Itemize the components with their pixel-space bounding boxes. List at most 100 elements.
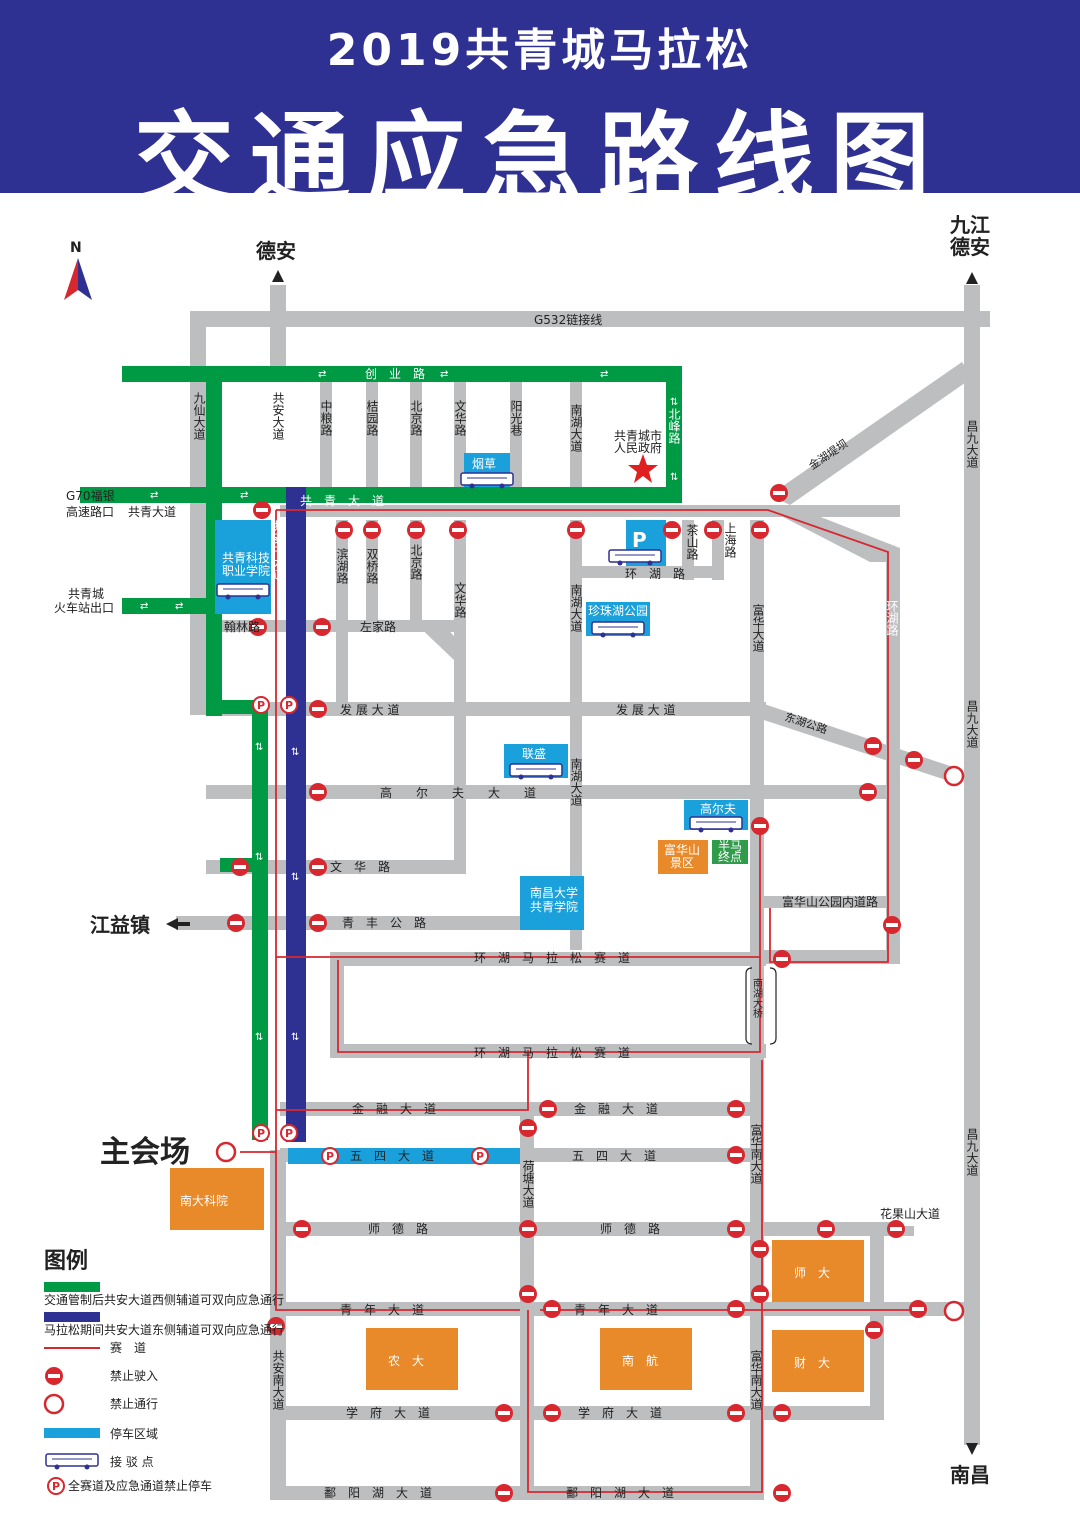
exit-station-l2: 火车站出口: [54, 600, 114, 615]
green-emergency-route: [80, 366, 682, 1140]
legend-parking-swatch: [44, 1428, 100, 1438]
road-wusi-1: 五 四 大 道: [350, 1149, 434, 1163]
road-xuefu-1: 学 府 大 道: [346, 1405, 430, 1420]
dest-jiujiang: 九江: [949, 213, 990, 237]
exit-station-l1: 共青城: [68, 587, 104, 601]
road-chashan: 茶山路: [685, 523, 699, 561]
college-l2: 职业学院: [222, 563, 270, 578]
road-wenhua-top: 文华路: [453, 399, 467, 437]
marathon-route: [240, 509, 910, 1493]
road-gongan-south: 共安南大道: [271, 1350, 285, 1410]
svg-text:⇄: ⇄: [318, 369, 326, 380]
half-marathon-finish: [712, 840, 748, 864]
road-fuhua-south-1: 富华南大道: [749, 1123, 763, 1184]
legend-no-pass-icon: [43, 1393, 65, 1415]
dest-dean-right: 德安: [950, 235, 990, 259]
place-nanda-keyuan: 南大科院: [180, 1193, 228, 1208]
north-label: N: [70, 240, 82, 256]
road-zhongliang: 中粮路: [319, 399, 333, 437]
road-wenhua-low: 文 华 路: [330, 859, 390, 874]
legend-no-parking: 全赛道及应急通道禁止停车: [68, 1478, 212, 1493]
svg-text:⇅: ⇅: [255, 852, 263, 863]
place-nanhang: 南 航: [622, 1353, 658, 1368]
svg-text:⇅: ⇅: [291, 872, 299, 883]
road-gongan-middle: 共安中大道: [271, 520, 285, 580]
road-fuhua-park: 富华山公园内道路: [782, 894, 878, 909]
road-shide-2: 师 德 路: [600, 1221, 660, 1236]
road-poyang-1: 鄱 阳 湖 大 道: [324, 1485, 432, 1500]
no-pass-markers: [215, 765, 965, 1322]
place-golf: 高尔夫: [700, 801, 736, 816]
legend-no-parking-icon: [47, 1477, 65, 1495]
exit-g70-l2: 高速路口: [66, 504, 114, 519]
road-changjiu-2: 昌九大道: [965, 700, 979, 748]
road-fazhan-1: 发 展 大 道: [340, 702, 399, 717]
svg-text:⇄: ⇄: [440, 369, 448, 380]
road-jinrong-1: 金 融 大 道: [352, 1101, 436, 1116]
road-gaoerfu: 高 尔 夫 大 道: [380, 785, 536, 800]
dest-jiangyi: 江益镇: [90, 913, 150, 937]
legend-green-desc: 交通管制后共安大道西侧辅道可双向应急通行: [44, 1292, 284, 1307]
road-huanhu: 环 湖 路: [625, 566, 685, 581]
road-qingnian-1: 青 年 大 道: [340, 1303, 424, 1317]
legend-navy-swatch: [44, 1312, 100, 1322]
road-huanhu-marathon-2: 环 湖 马 拉 松 赛 道: [474, 1045, 630, 1060]
svg-text:⇅: ⇅: [255, 1032, 263, 1043]
road-nanhu-mid: 南湖大道: [569, 583, 583, 632]
vertical-road-labels: 九仙大道 共安大道 中粮路 桔园路 北京路 文华路 阳光巷 南湖大道 北峰路 滨…: [192, 392, 979, 1410]
road-xuefu-2: 学 府 大 道: [578, 1405, 662, 1420]
flow-arrows: ⇄⇄⇄ ⇄⇄ ⇄⇄ ⇅⇅⇅ ⇅⇅⇅ ⇅⇅: [140, 369, 678, 1043]
legend-route: 赛 道: [110, 1340, 146, 1355]
road-jinrong-2: 金 融 大 道: [574, 1101, 658, 1116]
road-gongan: 共安大道: [271, 392, 285, 440]
road-huanhu-right: 环湖路: [885, 600, 899, 637]
road-network: [176, 285, 990, 1500]
fuhuashan-l1: 富华山: [664, 842, 700, 857]
legend-green-swatch: [44, 1282, 100, 1292]
direction-arrows: [166, 270, 978, 1455]
svg-text:⇄: ⇄: [175, 601, 183, 612]
svg-text:⇄: ⇄: [150, 490, 158, 501]
road-nanhu-bridge: 南湖大桥: [751, 977, 763, 1019]
road-huaguoshan: 花果山大道: [880, 1206, 940, 1221]
road-zuojia: 左家路: [360, 619, 396, 634]
header-title: 交通应急路线图: [134, 101, 946, 218]
ncu-l2: 共青学院: [530, 899, 578, 914]
parking-areas: [215, 453, 748, 1164]
navy-emergency-route: [286, 487, 306, 1142]
road-nanhu-top: 南湖大道: [569, 403, 583, 452]
header-subtitle: 2019共青城马拉松: [326, 25, 754, 76]
gov-l2: 人民政府: [614, 440, 662, 455]
fuhuashan-l2: 景区: [670, 856, 694, 870]
government-star-icon: [628, 454, 658, 483]
venue-blocks: [170, 840, 864, 1392]
halfmarathon-l1: 半马: [718, 839, 742, 853]
road-g532: G532链接线: [534, 312, 602, 327]
road-gongqing: 共 青 大 道: [300, 494, 384, 508]
legend-shuttle-icon: [45, 1453, 99, 1471]
main-venue-label: 主会场: [100, 1135, 190, 1170]
road-huanhu-marathon-1: 环 湖 马 拉 松 赛 道: [474, 950, 630, 965]
road-yangguang: 阳光巷: [509, 400, 523, 436]
road-jiuxian: 九仙大道: [192, 392, 206, 440]
road-qingnian-2: 青 年 大 道: [574, 1303, 658, 1317]
road-changjiu-1: 昌九大道: [965, 420, 979, 468]
dest-dean-top: 德安: [256, 239, 296, 263]
place-nongda: 农 大: [388, 1354, 424, 1368]
legend-navy-desc: 马拉松期间共安大道东侧辅道可双向应急通行: [44, 1322, 284, 1337]
halfmarathon-l2: 终点: [718, 849, 742, 864]
road-shanghai: 上海路: [723, 522, 737, 559]
svg-text:⇄: ⇄: [240, 490, 248, 501]
legend-no-pass: 禁止通行: [110, 1397, 158, 1411]
road-fuhua-south-2: 富华南大道: [749, 1349, 763, 1410]
exit-g70-l1: G70福银: [66, 488, 115, 503]
nanhu-bridge-bracket: [745, 967, 777, 1045]
svg-text:⇅: ⇅: [670, 472, 678, 483]
college-l1: 共青科技: [222, 551, 270, 565]
road-binhu: 滨湖路: [335, 547, 349, 585]
road-shide-1: 师 德 路: [368, 1221, 428, 1236]
road-wenhua-mid: 文华路: [453, 581, 467, 619]
svg-text:⇅: ⇅: [291, 1032, 299, 1043]
parking-p-icon: P: [632, 528, 647, 552]
